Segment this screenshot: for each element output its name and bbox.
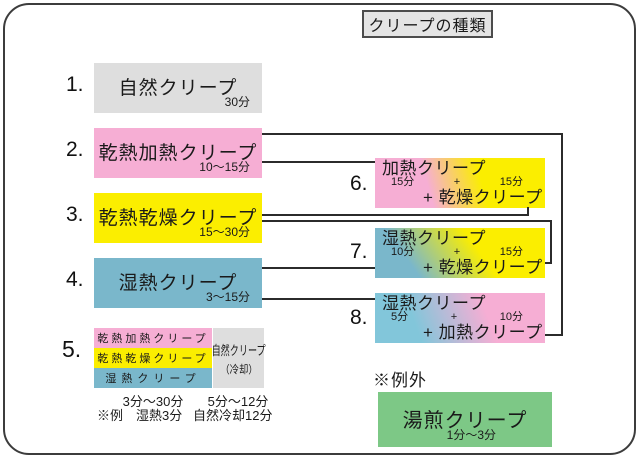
box-time: 15〜30分 bbox=[199, 225, 250, 239]
combo-times: 15分 + 15分 bbox=[375, 176, 545, 188]
outer-border bbox=[3, 3, 636, 455]
box-dry-heat-creep: 乾熱加熱クリープ 10〜15分 bbox=[94, 128, 262, 178]
box-time: 10〜15分 bbox=[199, 160, 250, 174]
plus-sign: + bbox=[450, 311, 458, 323]
combo-top-label: 湿熱クリープ bbox=[382, 229, 486, 248]
example-b: 自然冷却12分 bbox=[193, 408, 273, 423]
item-number-1: 1. bbox=[66, 73, 84, 96]
item-number-8: 8. bbox=[350, 306, 368, 329]
item-number-7: 7. bbox=[350, 240, 368, 263]
box-label: 湿熱クリープ bbox=[118, 273, 238, 294]
combo-top-label: 加熱クリープ bbox=[382, 159, 486, 178]
stack-box-dry-drying: 乾熱乾燥クリープ bbox=[94, 348, 212, 368]
item-number-4: 4. bbox=[66, 268, 84, 291]
box-dry-drying-creep: 乾熱乾燥クリープ 15〜30分 bbox=[94, 193, 262, 243]
combo-time2: 15分 bbox=[499, 176, 523, 188]
box-moist-heat-creep: 湿熱クリープ 3〜15分 bbox=[94, 258, 262, 308]
combo-times: 10分 + 15分 bbox=[375, 246, 545, 258]
combo-box-heat-plus-drying: 加熱クリープ 15分 + 15分 + 乾燥クリープ bbox=[375, 158, 545, 208]
example-prefix: ※例 bbox=[97, 408, 124, 423]
connector-box3-to-box6-h bbox=[262, 214, 529, 216]
connector-box3-to-box7-v bbox=[550, 220, 552, 264]
item-number-5: 5. bbox=[62, 336, 82, 362]
connector-box3-to-box7-stub bbox=[545, 262, 552, 264]
box-time: 1分〜3分 bbox=[446, 428, 496, 442]
item-number-3: 3. bbox=[66, 203, 84, 226]
connector-box2-to-box8-h bbox=[262, 133, 563, 135]
box-label: 乾熱加熱クリープ bbox=[98, 143, 258, 164]
combo-time2: 15分 bbox=[499, 246, 523, 258]
example-a: 湿熱3分 bbox=[136, 408, 183, 423]
box-label: 湯煎クリープ bbox=[402, 410, 528, 432]
combo-time2: 10分 bbox=[499, 311, 523, 323]
diagram-title: クリープの種類 bbox=[362, 10, 493, 38]
cool-label: 自然クリープ bbox=[211, 342, 266, 358]
combo-top-label: 湿熱クリープ bbox=[382, 294, 486, 313]
connector-box2-to-box8-stub bbox=[545, 334, 563, 336]
exception-heading: ※例外 bbox=[373, 371, 427, 390]
combo-box-moist-plus-heat: 湿熱クリープ 5分 + 10分 + 加熱クリープ bbox=[375, 293, 545, 343]
combo-bottom-label: + 加熱クリープ bbox=[423, 323, 543, 342]
plus-sign: + bbox=[453, 246, 461, 258]
combo-bottom-label: + 乾燥クリープ bbox=[423, 188, 543, 207]
stack-time: 3分〜30分 bbox=[122, 394, 184, 409]
box-natural-creep: 自然クリープ 30分 bbox=[94, 63, 262, 113]
box-label: 乾熱乾燥クリープ bbox=[98, 208, 258, 229]
combo-bottom-label: + 乾燥クリープ bbox=[423, 258, 543, 277]
box-time: 3〜15分 bbox=[205, 290, 250, 304]
plus-sign: + bbox=[453, 176, 461, 188]
item-number-2: 2. bbox=[66, 138, 84, 161]
combo-time1: 15分 bbox=[391, 176, 415, 188]
connector-box4-to-box7 bbox=[262, 267, 375, 269]
box-label: 自然クリープ bbox=[118, 78, 238, 99]
connector-box2-to-box6 bbox=[262, 161, 375, 163]
connector-box3-to-box6-v bbox=[527, 207, 529, 216]
item-number-6: 6. bbox=[350, 172, 368, 195]
combo-box-moist-plus-drying: 湿熱クリープ 10分 + 15分 + 乾燥クリープ bbox=[375, 228, 545, 278]
cool-time: 5分〜12分 bbox=[207, 394, 269, 409]
cool-sub: （冷却） bbox=[219, 363, 258, 376]
box-natural-creep-cooling: 自然クリープ （冷却） bbox=[211, 328, 266, 388]
box-time: 30分 bbox=[224, 95, 250, 109]
connector-box2-to-box8-v bbox=[561, 133, 563, 336]
stack-box-moist-heat: 湿熱クリープ bbox=[94, 368, 212, 388]
combo-times: 5分 + 10分 bbox=[375, 311, 545, 323]
connector-box4-to-box8 bbox=[262, 298, 375, 300]
combo-time1: 5分 bbox=[391, 311, 409, 323]
box-hot-water-creep: 湯煎クリープ 1分〜3分 bbox=[378, 392, 552, 447]
stack-box-dry-heat: 乾熱加熱クリープ bbox=[94, 328, 212, 348]
connector-box3-to-box7-h bbox=[262, 220, 552, 222]
combo-time1: 10分 bbox=[391, 246, 415, 258]
